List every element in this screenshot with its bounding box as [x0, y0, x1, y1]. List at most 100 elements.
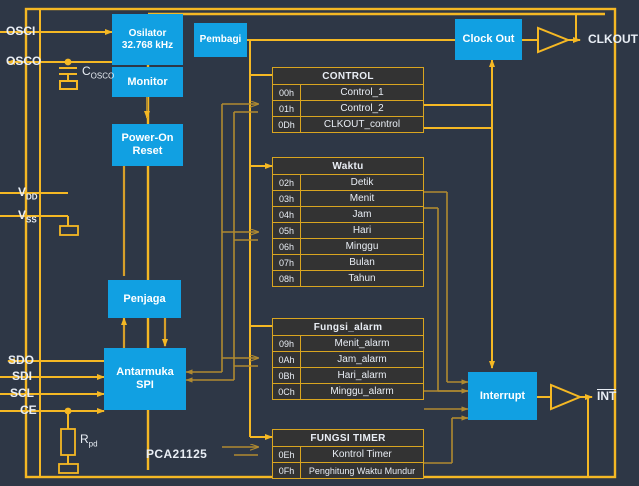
row-name: Kontrol Timer	[332, 449, 392, 460]
rpd-base: R	[80, 432, 89, 446]
row-name: Tahun	[348, 273, 376, 284]
por-line1: Power-On	[121, 132, 174, 145]
monitor-label: Monitor	[127, 75, 168, 88]
row-address: 08h	[273, 271, 301, 286]
rpd-sub: pd	[88, 439, 98, 449]
table-row[interactable]: 0Ch Minggu_alarm	[273, 383, 423, 399]
row-address: 05h	[273, 223, 301, 238]
row-address: 00h	[273, 85, 301, 100]
row-name: Hari_alarm	[337, 370, 387, 381]
row-address: 06h	[273, 239, 301, 254]
row-name: Hari	[352, 225, 372, 236]
row-address: 09h	[273, 336, 301, 351]
pin-label-vdd: VDD	[18, 185, 38, 201]
row-name: Penghitung Waktu Mundur	[308, 465, 416, 476]
row-name: Minggu	[345, 241, 379, 252]
pin-label-ce: CE	[20, 403, 37, 417]
pin-label-int: INT	[597, 389, 617, 403]
row-address: 0Eh	[273, 447, 301, 462]
row-address: 04h	[273, 207, 301, 222]
block-interrupt[interactable]: Interrupt	[468, 372, 537, 420]
row-name: Menit	[349, 193, 375, 204]
row-address: 01h	[273, 101, 301, 116]
pin-label-vss: VSS	[18, 208, 37, 224]
table-row[interactable]: 0Dh CLKOUT_control	[273, 116, 423, 132]
alarm-title: Fungsi_alarm	[313, 321, 383, 333]
row-address: 0Dh	[273, 117, 301, 132]
row-address: 03h	[273, 191, 301, 206]
pembagi-label: Pembagi	[199, 34, 242, 46]
pin-label-sdo: SDO	[8, 353, 35, 367]
table-row[interactable]: 0Bh Hari_alarm	[273, 367, 423, 383]
table-row[interactable]: 06h Minggu	[273, 238, 423, 254]
row-name: Jam_alarm	[337, 354, 387, 365]
timer-title: FUNGSI TIMER	[310, 432, 386, 444]
block-oscillator[interactable]: Osilator 32.768 kHz	[112, 14, 183, 65]
waktu-title: Waktu	[332, 160, 364, 172]
block-antarmuka-spi[interactable]: Antarmuka SPI	[104, 348, 186, 410]
pin-label-osco: OSCO	[6, 54, 42, 68]
row-address: 02h	[273, 175, 301, 190]
pin-label-osci: OSCI	[6, 24, 36, 38]
table-row[interactable]: 05h Hari	[273, 222, 423, 238]
table-row[interactable]: 04h Jam	[273, 206, 423, 222]
row-name: Minggu_alarm	[330, 386, 394, 397]
block-pembagi[interactable]: Pembagi	[194, 23, 247, 57]
cosco-base: C	[82, 64, 91, 78]
row-name: CLKOUT_control	[323, 119, 401, 130]
register-table-waktu: Waktu 02h Detik 03h Menit 04h Jam 05h Ha…	[272, 157, 424, 287]
row-name: Menit_alarm	[334, 338, 390, 349]
table-row[interactable]: 08h Tahun	[273, 270, 423, 286]
block-penjaga[interactable]: Penjaga	[108, 280, 181, 318]
table-row[interactable]: 03h Menit	[273, 190, 423, 206]
capacitor-label-cosco: COSCO	[82, 64, 114, 80]
pin-label-sdi: SDI	[12, 369, 33, 383]
spi-line1: Antarmuka	[116, 366, 174, 379]
table-row[interactable]: 00h Control_1	[273, 84, 423, 100]
pin-label-scl: SCL	[10, 386, 34, 400]
clock-out-label: Clock Out	[462, 33, 515, 46]
row-name: Control_2	[340, 103, 384, 114]
row-name: Bulan	[349, 257, 375, 268]
table-row[interactable]: 0Fh Penghitung Waktu Mundur	[273, 462, 423, 478]
int-text: INT	[597, 389, 617, 403]
spi-line2: SPI	[136, 379, 154, 391]
table-row[interactable]: 07h Bulan	[273, 254, 423, 270]
oscillator-line2: 32.768 kHz	[121, 39, 174, 51]
row-address: 07h	[273, 255, 301, 270]
table-row[interactable]: 0Ah Jam_alarm	[273, 351, 423, 367]
oscillator-line1: Osilator	[128, 28, 167, 39]
row-name: Detik	[350, 177, 374, 188]
block-clock-out[interactable]: Clock Out	[455, 19, 522, 60]
interrupt-label: Interrupt	[479, 389, 526, 402]
row-address: 0Ch	[273, 384, 301, 399]
table-row[interactable]: 01h Control_2	[273, 100, 423, 116]
block-monitor[interactable]: Monitor	[112, 67, 183, 97]
register-table-fungsi-timer: FUNGSI TIMER 0Eh Kontrol Timer 0Fh Pengh…	[272, 429, 424, 479]
table-row[interactable]: 02h Detik	[273, 174, 423, 190]
register-table-fungsi-alarm: Fungsi_alarm 09h Menit_alarm 0Ah Jam_ala…	[272, 318, 424, 400]
vdd-base: V	[18, 185, 27, 199]
row-address: 0Ah	[273, 352, 301, 367]
register-table-control: CONTROL 00h Control_1 01h Control_2 0Dh …	[272, 67, 424, 133]
table-row[interactable]: 0Eh Kontrol Timer	[273, 446, 423, 462]
pin-label-clkout: CLKOUT	[588, 32, 638, 46]
row-name: Jam	[352, 209, 372, 220]
chip-part-number: PCA21125	[146, 447, 208, 461]
vdd-sub: DD	[26, 192, 38, 202]
cosco-sub: OSCO	[90, 71, 115, 81]
row-address: 0Bh	[273, 368, 301, 383]
control-title: CONTROL	[322, 70, 374, 82]
penjaga-label: Penjaga	[123, 292, 166, 305]
clkout-buffer-icon	[537, 26, 571, 54]
block-power-on-reset[interactable]: Power-On Reset	[112, 124, 183, 166]
vss-base: V	[18, 208, 27, 222]
vss-sub: SS	[26, 215, 37, 225]
table-row[interactable]: 09h Menit_alarm	[273, 335, 423, 351]
por-line2: Reset	[132, 145, 163, 157]
row-name: Control_1	[340, 87, 384, 98]
int-buffer-icon	[550, 383, 583, 411]
resistor-label-rpd: Rpd	[80, 432, 98, 448]
